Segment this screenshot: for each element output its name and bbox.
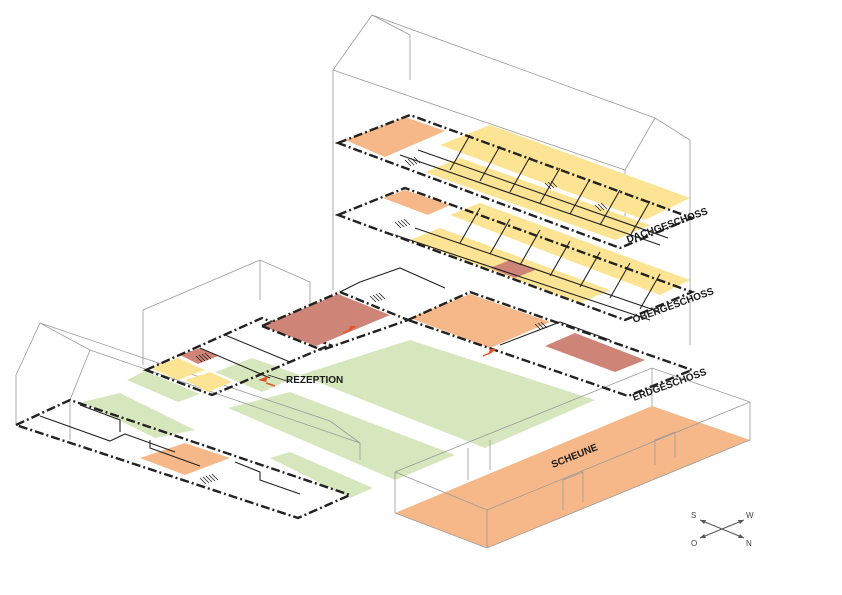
compass-s: S bbox=[691, 511, 696, 520]
floor-erdgeschoss: ERDGESCHOSS bbox=[261, 267, 708, 404]
rezeption-leader-line bbox=[267, 374, 291, 383]
compass-arrow bbox=[738, 534, 744, 538]
rezeption-wing: REZEPTION bbox=[142, 259, 343, 397]
dg-room-partitions bbox=[449, 134, 651, 237]
main-house-gable bbox=[332, 14, 411, 71]
left-wing-wall bbox=[79, 404, 121, 432]
eg-wing-wall bbox=[339, 267, 446, 293]
dg-corridor-wall bbox=[399, 154, 661, 246]
left-wing bbox=[12, 322, 361, 520]
eg-floorplan-east bbox=[404, 290, 696, 398]
left-wing-edge bbox=[329, 420, 361, 444]
rezeption-label: REZEPTION bbox=[286, 375, 343, 386]
eg-salmon-room-east bbox=[545, 333, 645, 372]
lawn-north bbox=[127, 371, 200, 402]
eg-stairs bbox=[369, 292, 548, 331]
compass-arrow bbox=[700, 534, 706, 538]
lawn-right-strip bbox=[270, 452, 373, 498]
barn-building: SCHEUNE bbox=[394, 367, 751, 549]
erdgeschoss-label: ERDGESCHOSS bbox=[631, 367, 708, 404]
eg-inner-wall bbox=[499, 321, 611, 346]
lawn-left bbox=[82, 393, 195, 438]
compass-n: N bbox=[746, 539, 752, 548]
og-floorplan bbox=[334, 186, 696, 322]
left-wing-orange-room bbox=[140, 443, 230, 475]
rezeption-stairs bbox=[195, 352, 212, 363]
dg-floorplan bbox=[334, 113, 696, 250]
dg-orange-room bbox=[345, 117, 445, 157]
compass-arrow bbox=[700, 520, 706, 524]
og-corridor-wall bbox=[414, 227, 661, 313]
og-orange-room bbox=[383, 190, 450, 215]
og-salmon-room bbox=[490, 260, 535, 278]
left-wing-stairs bbox=[199, 473, 219, 485]
left-wing-wall bbox=[149, 440, 201, 467]
og-room-partitions bbox=[459, 207, 661, 310]
dg-corridor-wall bbox=[417, 149, 669, 239]
entry-arrow-east bbox=[488, 349, 497, 355]
compass-arrow bbox=[738, 520, 744, 524]
barn-door bbox=[654, 431, 676, 465]
eg-salmon-room-west bbox=[262, 294, 390, 346]
lawn-central bbox=[228, 392, 455, 480]
rezeption-yellow-room bbox=[150, 358, 205, 380]
main-house-roof bbox=[371, 14, 691, 141]
barn-floor bbox=[395, 406, 750, 548]
eg-floorplan-west bbox=[261, 290, 412, 352]
rezeption-wall bbox=[224, 334, 291, 363]
main-house-roof bbox=[332, 69, 626, 171]
left-wing-wall bbox=[234, 461, 301, 495]
rezeption-wall bbox=[199, 347, 271, 379]
left-wing-roof bbox=[15, 322, 91, 401]
entry-arrow-rezeption bbox=[258, 376, 268, 382]
og-stairs bbox=[394, 202, 608, 229]
entry-arrow-rezeption bbox=[265, 382, 276, 387]
left-wing-roof bbox=[89, 349, 361, 444]
compass-axis bbox=[699, 519, 745, 539]
barn-door bbox=[562, 471, 584, 510]
barn-edge bbox=[394, 471, 488, 511]
rezeption-floorplan bbox=[142, 316, 334, 397]
compass-o: O bbox=[691, 539, 697, 548]
og-corridor-wall bbox=[394, 234, 651, 321]
entry-arrow-west bbox=[342, 328, 353, 334]
eg-orange-room-center bbox=[410, 294, 550, 348]
compass-w: W bbox=[746, 511, 754, 520]
compass-rose: S W O N bbox=[691, 511, 754, 548]
rezeption-yellow-room bbox=[185, 372, 232, 392]
dg-stairs bbox=[404, 156, 558, 190]
entry-arrow-east bbox=[482, 351, 493, 357]
barn-edge bbox=[486, 401, 751, 511]
left-wing-floorplan bbox=[12, 398, 354, 520]
main-house-edge bbox=[624, 117, 656, 171]
